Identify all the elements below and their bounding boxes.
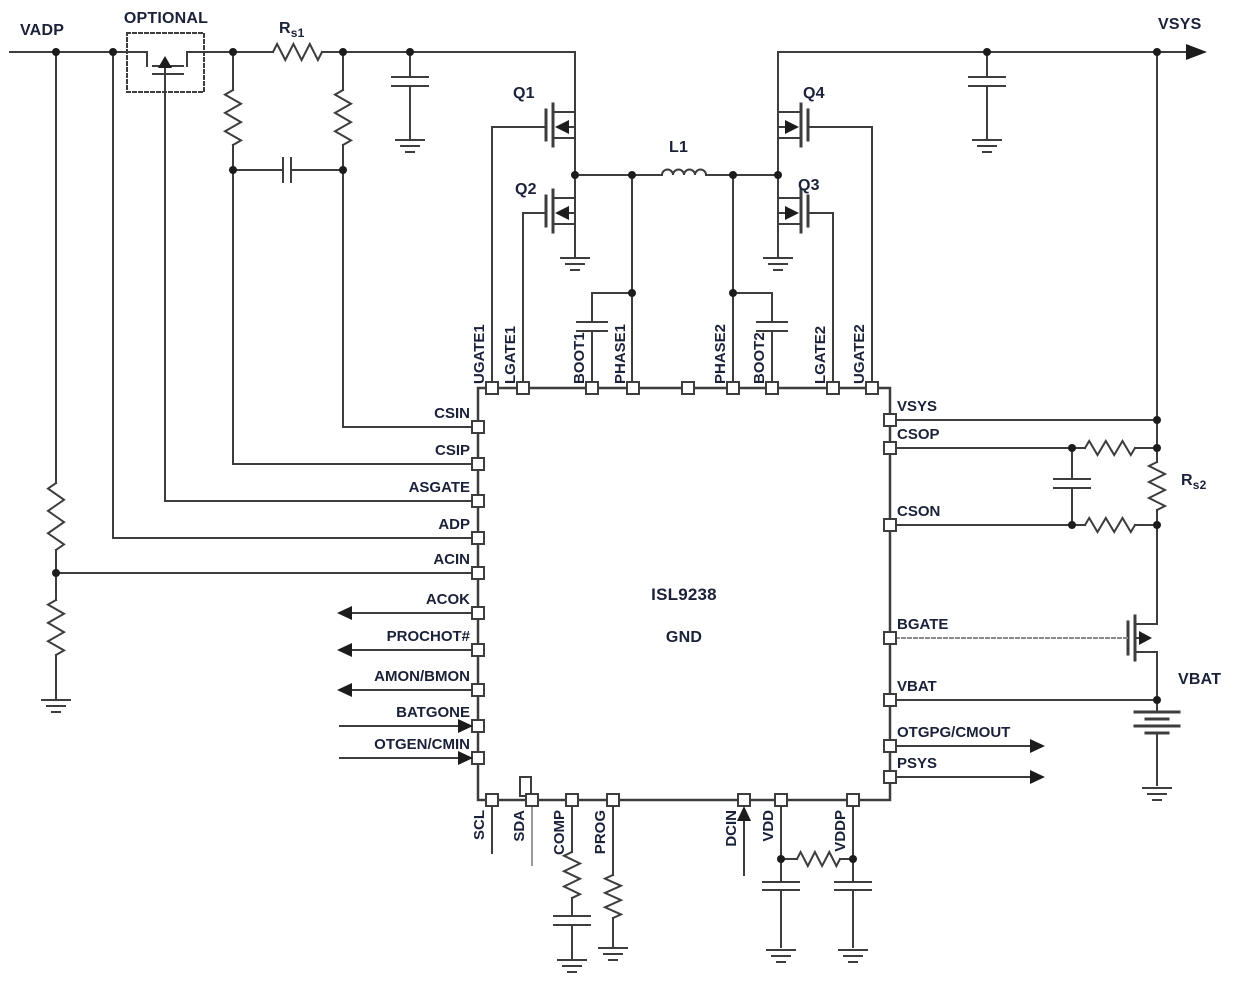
optional-pfet [126, 32, 205, 502]
pin-label-scl: SCL [471, 810, 488, 840]
pin-label-sda: SDA [511, 810, 528, 842]
pin-label-boot2: BOOT2 [751, 332, 768, 384]
pin-label-adp: ADP [438, 516, 470, 533]
boot2-network [732, 174, 788, 383]
q4-arrow [785, 120, 799, 134]
pin-label-lgate1: LGATE1 [502, 325, 519, 384]
bottom-network [491, 805, 872, 973]
otgpg-cmout-arrow [1030, 739, 1045, 753]
pin-label-boot1: BOOT1 [571, 332, 588, 384]
mosfet-q4-label: Q4 [803, 85, 825, 102]
q1-arrow [555, 120, 569, 134]
pin-label-vddp: VDDP [832, 810, 849, 852]
vsys-rail [777, 51, 1187, 153]
right-signal-lines [895, 745, 1031, 778]
pin-label-asgate: ASGATE [408, 479, 470, 496]
pin-label-comp: COMP [551, 810, 568, 855]
pin-label-csip: CSIP [434, 442, 470, 459]
prochot-arrow [337, 643, 352, 657]
optional-fet-arrow [158, 56, 172, 68]
pin-label-prochot-: PROCHOT# [386, 628, 470, 645]
net-label-vsys: VSYS [1158, 16, 1202, 33]
pin-label-otgen-cmin: OTGEN/CMIN [374, 736, 470, 753]
psys-arrow [1030, 770, 1045, 784]
pin-label-csin: CSIN [434, 405, 470, 422]
resistor-rs2-label: Rs2 [1181, 472, 1207, 493]
pin-label-phase2: PHASE2 [712, 323, 729, 384]
pin-label-vdd: VDD [760, 810, 777, 842]
pin-label-acok: ACOK [425, 591, 470, 608]
resistor-rs1-label: Rs1 [279, 20, 305, 41]
battery-sense-network [895, 51, 1168, 701]
q3-arrow [785, 206, 799, 220]
otgen-cmin-arrow [458, 751, 473, 765]
pin-label-otgpg-cmout: OTGPG/CMOUT [897, 724, 1011, 741]
pin-label-ugate1: UGATE1 [471, 324, 488, 384]
arrowheads [158, 44, 1207, 821]
inductor-l1-label: L1 [669, 139, 689, 156]
battery [895, 699, 1181, 801]
vsys-output-arrow [1186, 44, 1207, 60]
mosfet-q3-label: Q3 [798, 177, 820, 194]
mosfet-q2 [522, 174, 590, 383]
input-sense-network [41, 51, 473, 713]
mosfet-bgate [895, 614, 1158, 662]
net-label-vbat: VBAT [1178, 671, 1222, 688]
pin-label-dcin: DCIN [723, 810, 740, 847]
pin-label-ugate2: UGATE2 [851, 324, 868, 384]
batgone-arrow [458, 719, 473, 733]
amon-bmon-arrow [337, 683, 352, 697]
pin-label-vsys: VSYS [897, 398, 938, 415]
mosfet-q3 [763, 174, 834, 383]
vadp-rail [9, 41, 576, 153]
pin-label-prog: PROG [592, 810, 609, 855]
pin-label-batgone: BATGONE [396, 704, 470, 721]
mosfet-q2-label: Q2 [515, 181, 537, 198]
optional-label: OPTIONAL [123, 10, 209, 27]
ic-part-number: ISL9238 [651, 585, 717, 604]
bgate-fet-arrow [1139, 631, 1152, 645]
pin-label-csop: CSOP [897, 426, 940, 443]
net-label-vadp: VADP [20, 22, 65, 39]
inductor-l1 [574, 168, 779, 177]
pin-label-acin: ACIN [433, 551, 470, 568]
left-signal-lines [339, 612, 473, 759]
pin-label-psys: PSYS [897, 755, 938, 772]
pin-label-amon-bmon: AMON/BMON [374, 668, 470, 685]
boot1-network [576, 174, 633, 383]
mosfet-q1-label: Q1 [513, 85, 535, 102]
pin-label-lgate2: LGATE2 [812, 325, 829, 384]
ic-gnd-label: GND [665, 629, 703, 646]
pin-label-cson: CSON [897, 503, 941, 520]
pin-label-bgate: BGATE [897, 616, 949, 633]
dcin-arrow [737, 806, 751, 821]
mosfet-q4 [777, 51, 873, 383]
pin-label-phase1: PHASE1 [612, 323, 629, 384]
ic-body [476, 386, 892, 802]
ic-pin-pads [471, 381, 897, 807]
q2-arrow [555, 206, 569, 220]
mosfet-q1 [491, 51, 576, 383]
acok-arrow [337, 606, 352, 620]
junction-dots [52, 48, 1161, 863]
pin-label-vbat: VBAT [897, 678, 937, 695]
